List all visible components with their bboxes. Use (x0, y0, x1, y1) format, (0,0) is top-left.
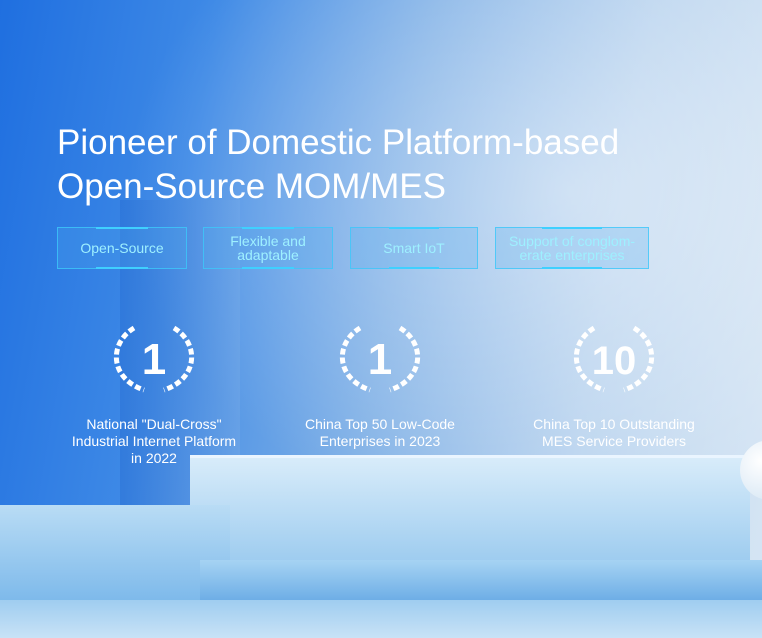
laurel-icon: 10 (573, 325, 655, 393)
tag-open-source: Open-Source (57, 227, 187, 269)
glass-orb (740, 440, 762, 500)
award-dual-cross: 1 National "Dual-Cross"Industrial Intern… (44, 318, 264, 467)
tag-conglomerate: Support of conglom-erate enterprises (495, 227, 649, 269)
laurel-icon: 1 (113, 325, 195, 393)
podium-step (200, 560, 762, 600)
tag-smart-iot: Smart IoT (350, 227, 478, 269)
rank-number: 1 (142, 335, 166, 384)
podium-stage (190, 455, 750, 565)
laurel-icon: 1 (339, 325, 421, 393)
podium-block (0, 505, 230, 605)
rank-number: 1 (368, 335, 392, 384)
floor (0, 600, 762, 638)
rank-number: 10 (592, 339, 637, 383)
award-label: National "Dual-Cross"Industrial Internet… (71, 416, 237, 466)
